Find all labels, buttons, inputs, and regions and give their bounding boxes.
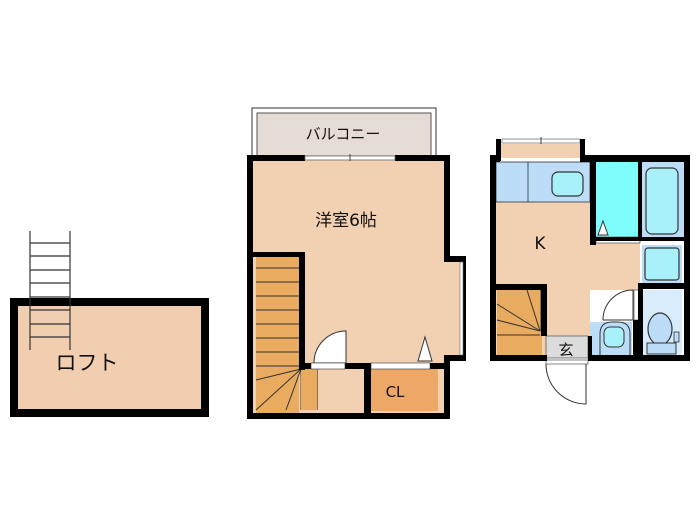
room-label: 洋室6帖 — [315, 211, 377, 231]
side-alcove — [444, 262, 462, 355]
ladder-icon — [29, 231, 71, 350]
washer-icon — [644, 247, 680, 281]
right-unit: 玄 K — [490, 137, 690, 405]
loft-area: ロフト — [10, 231, 209, 417]
top-bay — [500, 144, 582, 158]
washroom-door-marker-icon — [597, 219, 609, 236]
side-window — [459, 261, 464, 356]
right-walls — [490, 139, 690, 361]
staircase-lower — [497, 290, 542, 356]
entrance-label: 玄 — [558, 341, 573, 359]
kitchen-label: K — [534, 234, 546, 254]
loft-label: ロフト — [56, 351, 119, 375]
stair-landing — [301, 369, 318, 410]
closet — [370, 369, 438, 411]
bathtub-icon — [645, 167, 679, 235]
closet-door-marker-icon — [417, 335, 433, 362]
entrance-door-icon — [545, 359, 589, 405]
room-door-icon — [310, 330, 347, 370]
closet-door — [370, 362, 431, 370]
closet-label: CL — [386, 383, 405, 401]
middle-walls — [247, 155, 466, 419]
hall — [318, 369, 360, 410]
loft-wall — [10, 298, 209, 417]
toilet-icon — [647, 312, 673, 346]
balcony-label: バルコニー — [306, 125, 381, 143]
middle-unit: バルコニー CL — [247, 107, 466, 419]
toilet-door-icon — [602, 289, 640, 321]
sink-icon — [551, 171, 584, 197]
kitchen-extension — [590, 240, 640, 290]
loft-floor — [14, 302, 205, 413]
